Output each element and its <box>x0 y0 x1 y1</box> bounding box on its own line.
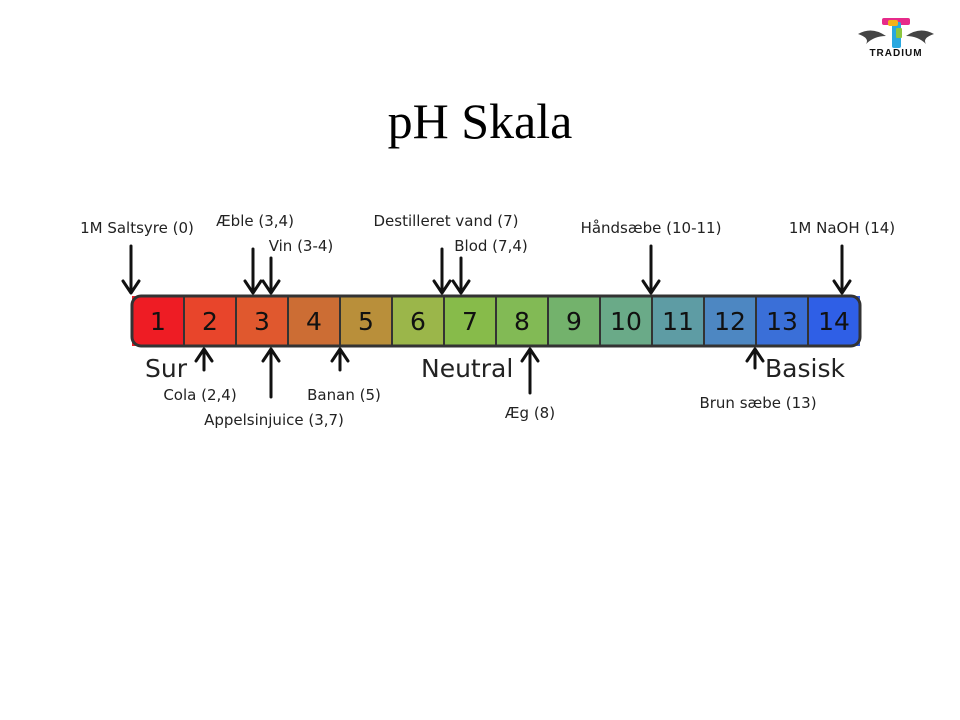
arrowhead <box>261 279 281 295</box>
ph-cell-14 <box>808 296 860 346</box>
ph-cell-number: 8 <box>514 307 530 336</box>
annotation-label: Banan (5) <box>307 386 381 404</box>
annotation-label: 1M NaOH (14) <box>789 219 895 237</box>
bottom-annotations: Cola (2,4) Appelsinjuice (3,7) Banan (5) Æg… <box>163 347 817 429</box>
ph-cell-number: 13 <box>766 307 798 336</box>
ph-cell-9 <box>548 296 600 346</box>
ph-cell-number: 5 <box>358 307 374 336</box>
ph-cell-number: 7 <box>462 307 478 336</box>
ph-cell-13 <box>756 296 808 346</box>
arrowhead <box>261 347 281 363</box>
annotation-label: 1M Saltsyre (0) <box>80 219 194 237</box>
bottom-annotation: Cola (2,4) <box>163 347 237 404</box>
annotation-label: Brun sæbe (13) <box>699 394 816 412</box>
ph-cell-7 <box>444 296 496 346</box>
ph-cell-10 <box>600 296 652 346</box>
ph-cell-number: 10 <box>610 307 642 336</box>
annotation-label: Destilleret vand (7) <box>373 212 518 230</box>
ph-cell-number: 12 <box>714 307 746 336</box>
top-annotation: Æble (3,4) <box>216 212 294 295</box>
ph-cell-4 <box>288 296 340 346</box>
arrowhead <box>121 279 141 295</box>
top-annotation: Blod (7,4) <box>451 237 528 295</box>
arrowhead <box>432 279 452 295</box>
bottom-annotation: Banan (5) <box>307 347 381 404</box>
top-annotation: 1M Saltsyre (0) <box>80 219 194 295</box>
region-label-neutral: Neutral <box>421 354 513 383</box>
ph-cell-number: 2 <box>202 307 218 336</box>
annotation-label: Vin (3-4) <box>269 237 334 255</box>
top-annotations: 1M Saltsyre (0) Æble (3,4) Vin (3-4) Destil… <box>80 212 895 295</box>
bottom-annotation: Brun sæbe (13) <box>699 347 817 412</box>
ph-region-labels: Sur Neutral Basisk <box>145 354 845 383</box>
annotation-label: Æg (8) <box>505 404 555 422</box>
annotation-label: Blod (7,4) <box>454 237 527 255</box>
annotation-label: Appelsinjuice (3,7) <box>204 411 344 429</box>
bottom-annotation: Appelsinjuice (3,7) <box>204 347 344 429</box>
ph-cell-5 <box>340 296 392 346</box>
arrowhead <box>641 279 661 295</box>
slide-title: pH Skala <box>387 93 573 149</box>
tradium-logo <box>858 18 934 48</box>
annotation-label: Cola (2,4) <box>163 386 236 404</box>
top-annotation: Vin (3-4) <box>261 237 334 295</box>
ph-cell-number: 9 <box>566 307 582 336</box>
ph-cell-6 <box>392 296 444 346</box>
region-label-acid: Sur <box>145 354 188 383</box>
logo-text: TRADIUM <box>869 48 923 59</box>
top-annotation: 1M NaOH (14) <box>789 219 895 295</box>
bottom-annotation: Æg (8) <box>505 347 555 422</box>
annotation-label: Håndsæbe (10-11) <box>581 219 722 237</box>
annotation-label: Æble (3,4) <box>216 212 294 230</box>
ph-cell-12 <box>704 296 756 346</box>
ph-cell-number: 14 <box>818 307 850 336</box>
top-annotation: Destilleret vand (7) <box>373 212 519 295</box>
arrowhead <box>194 347 214 363</box>
ph-cell-2 <box>184 296 236 346</box>
ph-cell-8 <box>496 296 548 346</box>
arrowhead <box>745 347 765 363</box>
arrowhead <box>832 279 852 295</box>
ph-cell-number: 4 <box>306 307 322 336</box>
ph-cell-number: 6 <box>410 307 426 336</box>
ph-cell-11 <box>652 296 704 346</box>
arrowhead <box>243 279 263 295</box>
arrowhead <box>451 279 471 295</box>
ph-cell-1 <box>132 296 184 346</box>
arrowhead <box>330 347 350 363</box>
ph-cell-number: 3 <box>254 307 270 336</box>
ph-bar-outline <box>130 294 862 348</box>
ph-cell-number: 1 <box>150 307 166 336</box>
ph-cell-3 <box>236 296 288 346</box>
ph-cell-number: 11 <box>662 307 694 336</box>
region-label-basic: Basisk <box>765 354 845 383</box>
top-annotation: Håndsæbe (10-11) <box>581 219 722 295</box>
arrowhead <box>520 347 540 363</box>
